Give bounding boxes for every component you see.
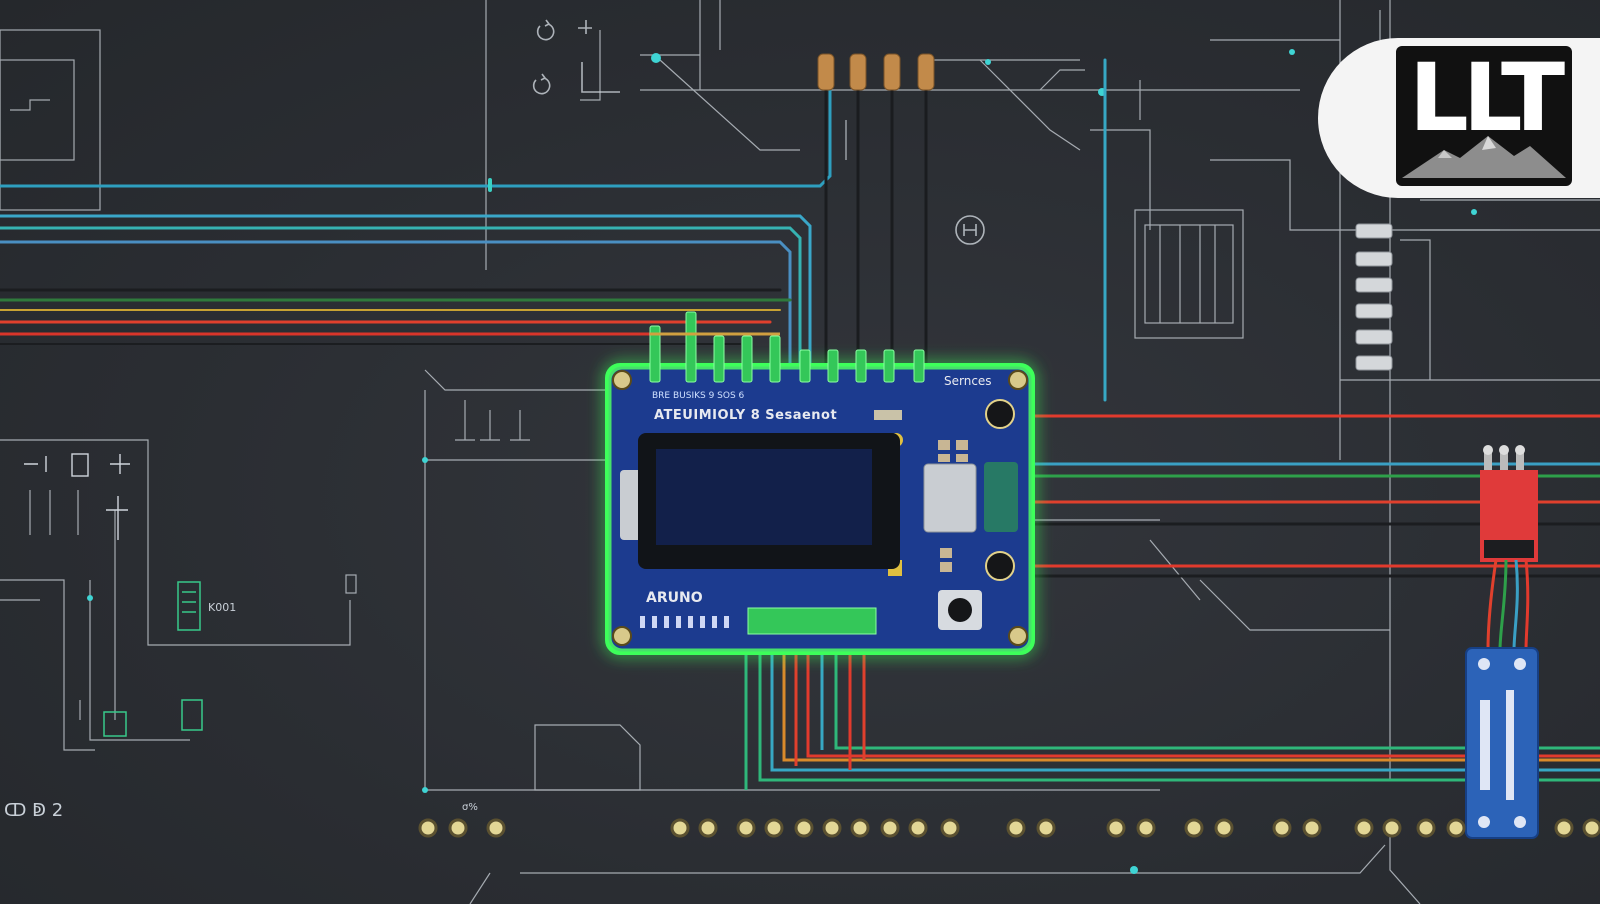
schematic-k-label: K001: [208, 601, 237, 614]
logo-text: LLT: [1408, 46, 1565, 153]
board-tiny-label: BRE BUSIKS 9 SOS 6: [652, 391, 745, 401]
resistor-row: [817, 53, 935, 91]
lcd-screen: [656, 449, 872, 545]
schematic-bottom-left: ↀ ↁ 2: [4, 800, 64, 821]
board-title: ATEUIMIOLY 8 Sesaenot: [654, 408, 838, 423]
mountain-logo-icon: [1402, 136, 1566, 178]
relay-module: [1480, 445, 1538, 562]
lcd-display: [638, 433, 900, 569]
schematic-small-mark: σ%: [462, 802, 478, 813]
board-name: ARUNO: [646, 590, 703, 606]
llt-logo: LLT: [1396, 46, 1572, 186]
sensor-module: [1465, 647, 1539, 839]
pad-row: [418, 818, 1600, 838]
board-sources-label: Sernces: [944, 374, 992, 388]
